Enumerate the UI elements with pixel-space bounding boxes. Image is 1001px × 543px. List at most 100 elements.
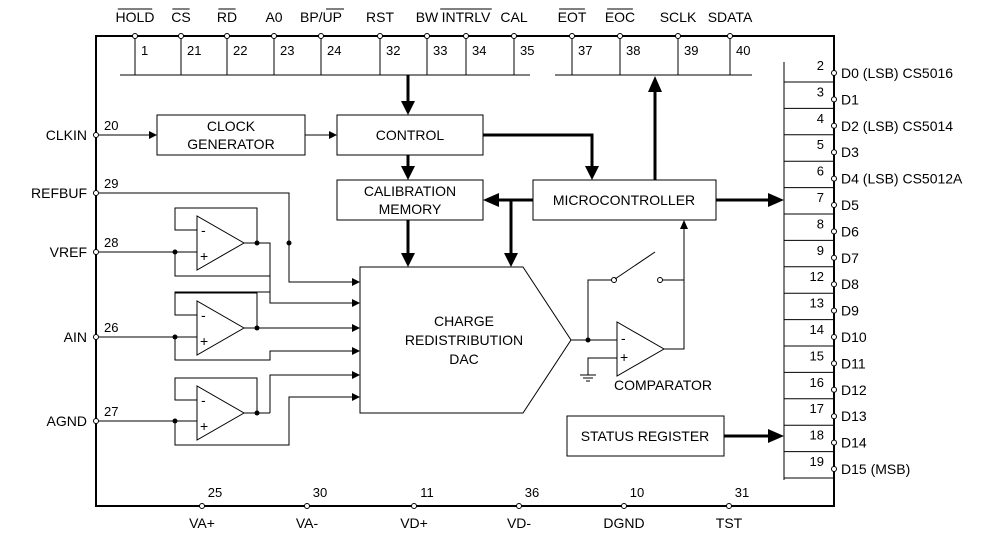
- ain-buffer-opamp: [196, 300, 246, 356]
- buffer-to-dac-wire: [269, 374, 353, 413]
- data-pin-label: D15 (MSB): [841, 461, 910, 477]
- control-block: [336, 114, 484, 156]
- dac-label-1: CHARGE: [434, 313, 494, 329]
- bottom-pin-terminal: [516, 503, 522, 509]
- data-pin-number: 19: [810, 454, 824, 469]
- buffer-to-dac-arrow: [352, 299, 360, 307]
- microcontroller-label: MICROCONTROLLER: [553, 192, 695, 208]
- comparator-to-micro-arrow: [680, 220, 688, 229]
- top-pin-number: 33: [433, 43, 447, 58]
- data-pin-label: D0 (LSB) CS5016: [841, 65, 953, 81]
- opamp-plus-sign: +: [200, 248, 208, 264]
- left-pin-label: AIN: [64, 329, 87, 345]
- top-pin-label: BW: [416, 9, 439, 25]
- control-to-calib-arrow: [401, 166, 415, 180]
- top-pin-terminal: [132, 33, 138, 39]
- top-pin-label: INTRLV: [442, 9, 491, 25]
- top-pin-terminal: [377, 33, 383, 39]
- data-pin-number: 18: [810, 428, 824, 443]
- data-pin-terminal: [831, 466, 837, 472]
- top-pin-terminal: [224, 33, 230, 39]
- data-pin-terminal: [831, 202, 837, 208]
- bottom-pin-number: 36: [525, 485, 539, 500]
- left-pin-number: 20: [104, 118, 118, 133]
- switch-wire: [587, 279, 612, 340]
- data-pin-number: 14: [810, 322, 824, 337]
- data-pin-number: 9: [817, 243, 824, 258]
- bottom-pin-number: 30: [313, 485, 327, 500]
- buffer-to-dac-wire: [174, 337, 353, 361]
- opamp-feedback-wire: [174, 377, 258, 413]
- data-pin-number: 7: [817, 190, 824, 205]
- top-pin-number: 39: [684, 43, 698, 58]
- vref-buffer-opamp: [196, 215, 246, 271]
- micro-to-output-bus-arrow: [648, 76, 662, 92]
- bottom-pin-terminal: [411, 503, 417, 509]
- bottom-pin-label: DGND: [603, 515, 644, 531]
- data-pin-number: 5: [817, 137, 824, 152]
- buffer-to-dac-arrow: [352, 371, 360, 379]
- buffer-to-dac-wire: [257, 242, 271, 276]
- data-pin-label: D11: [841, 355, 866, 371]
- top-pin-terminal: [424, 33, 430, 39]
- micro-to-calib-arrow: [483, 193, 499, 207]
- bottom-pin-terminal: [621, 503, 627, 509]
- top-pin-label: CAL: [500, 9, 527, 25]
- top-pin-number: 21: [187, 43, 201, 58]
- bottom-pin-label: TST: [716, 515, 743, 531]
- top-pin-label: SCLK: [660, 9, 697, 25]
- top-pin-number: 34: [472, 43, 486, 58]
- top-pin-terminal: [617, 33, 623, 39]
- data-pin-terminal: [831, 334, 837, 340]
- opamp-plus-sign: +: [200, 333, 208, 349]
- data-pin-label: D14: [841, 435, 867, 451]
- data-pin-label: D1: [841, 91, 859, 107]
- data-pin-number: 12: [810, 269, 824, 284]
- comparator-out-wire: [664, 228, 685, 350]
- buffer-to-dac-arrow: [352, 347, 360, 355]
- clock-generator-label-2: GENERATOR: [187, 136, 274, 152]
- data-pin-label: D13: [841, 408, 867, 424]
- data-pin-number: 2: [817, 58, 824, 73]
- calibration-memory-label-2: MEMORY: [379, 201, 442, 217]
- top-pin-terminal: [178, 33, 184, 39]
- left-pin-number: 28: [104, 235, 118, 250]
- refbuf-wire: [99, 192, 353, 283]
- comparator-label: COMPARATOR: [614, 377, 712, 393]
- calibration-memory-block: [336, 179, 484, 221]
- data-pin-terminal: [831, 281, 837, 288]
- control-to-micro-wire: [483, 133, 594, 168]
- left-pin-terminal: [93, 190, 99, 196]
- data-pin-terminal: [831, 307, 837, 314]
- data-pin-number: 15: [810, 348, 824, 363]
- bottom-pin-number: 10: [630, 485, 644, 500]
- top-pin-number: 37: [578, 43, 592, 58]
- data-pin-terminal: [831, 149, 837, 156]
- data-pin-label: D10: [841, 329, 867, 345]
- dac-label-3: DAC: [449, 351, 479, 367]
- switch-contact-right: [657, 277, 663, 283]
- left-pin-terminal: [93, 418, 99, 424]
- refbuf-junction-dot: [286, 240, 292, 246]
- top-pin-label: A0: [265, 9, 282, 25]
- data-pin-number: 8: [817, 216, 824, 231]
- clock-generator-block: [156, 114, 306, 156]
- top-pin-label: EOT: [558, 9, 587, 25]
- opamp-minus-sign: -: [201, 222, 206, 238]
- status-register-label: STATUS REGISTER: [581, 428, 710, 444]
- data-pin-label: D3: [841, 144, 859, 160]
- bottom-pin-terminal: [199, 503, 205, 509]
- micro-to-dac-arrow: [504, 253, 518, 267]
- opamp-minus-sign: -: [201, 392, 206, 408]
- top-pin-terminal: [463, 33, 469, 39]
- top-pin-label: EOC: [605, 9, 635, 25]
- data-pin-terminal: [831, 386, 837, 393]
- left-pin-terminal: [93, 132, 99, 138]
- bottom-pin-label: VD+: [400, 515, 428, 531]
- opamp-output-dot: [254, 410, 260, 416]
- bottom-pin-number: 25: [208, 485, 222, 500]
- top-pin-number: 35: [520, 43, 534, 58]
- data-pin-number: 4: [817, 111, 824, 126]
- top-pin-number: 22: [233, 43, 247, 58]
